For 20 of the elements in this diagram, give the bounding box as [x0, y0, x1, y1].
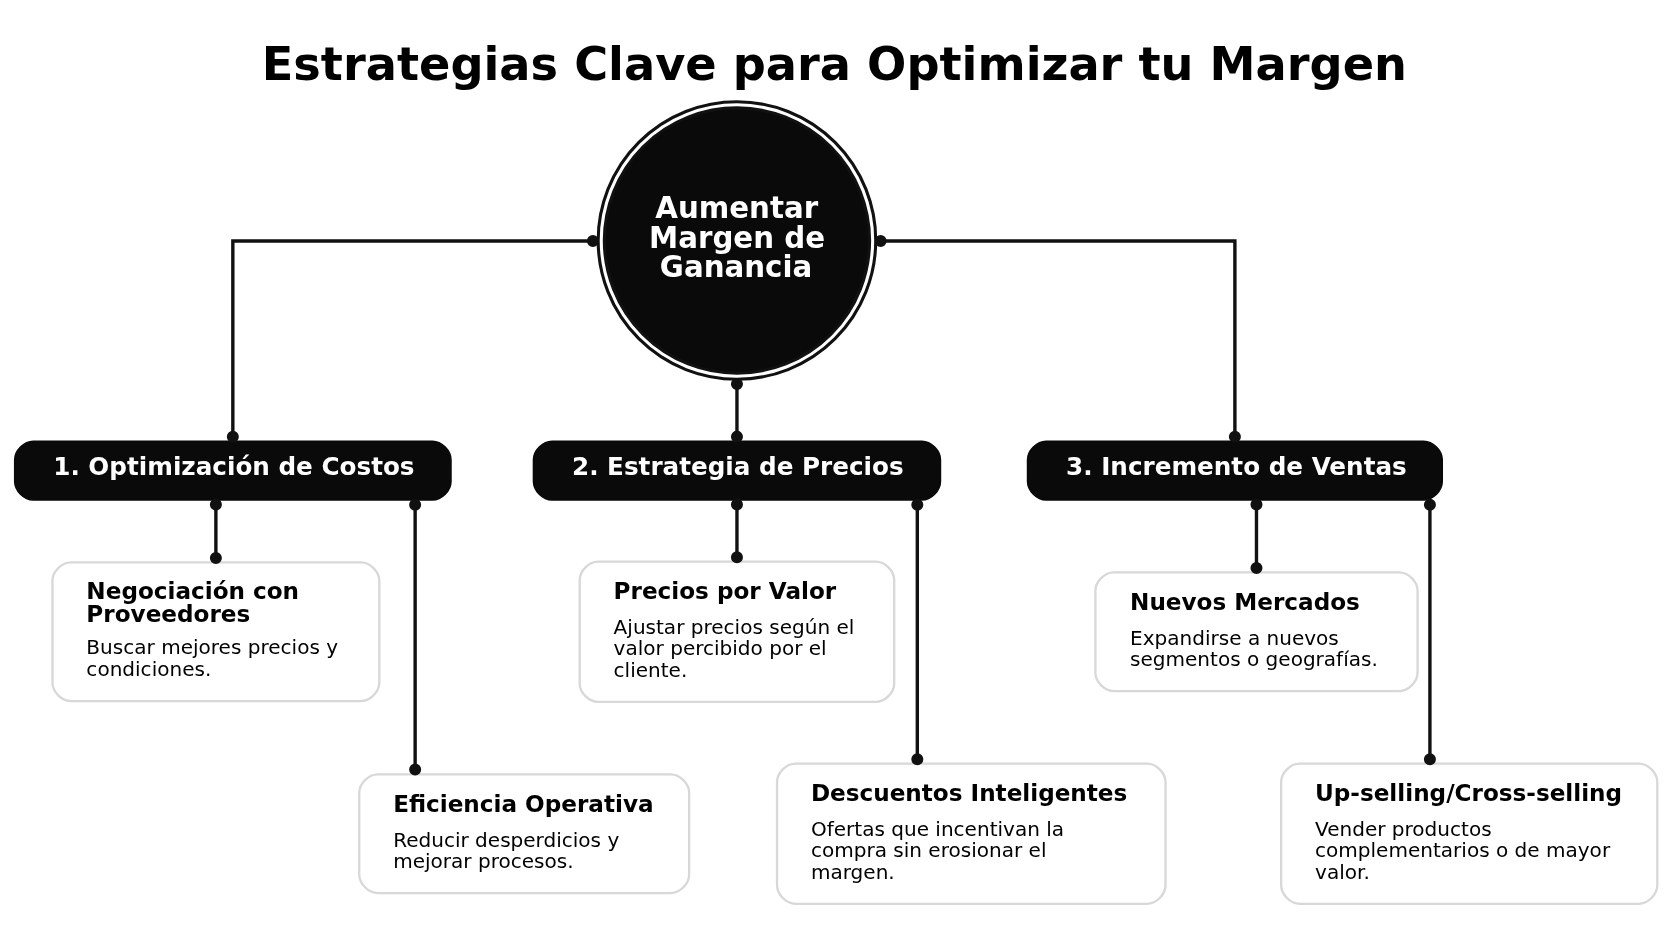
node-box: Eficiencia Operativa Reducir desperdicios y mejorar procesos.: [358, 772, 691, 894]
node-box: Nuevos Mercados Expandirse a nuevos segmentos o geografías.: [1094, 570, 1419, 692]
connector: [1423, 498, 1436, 765]
connector: [730, 498, 743, 563]
connector: [874, 234, 1241, 443]
node-box: Descuentos Inteligentes Ofertas que incentivan la compra sin erosionar el margen.: [775, 761, 1167, 905]
connector: [209, 498, 222, 564]
node-box: Negociación con Proveedores Buscar mejores precios y condiciones.: [51, 560, 381, 702]
connector: [730, 377, 743, 443]
connector: [226, 234, 599, 443]
connector: [1250, 498, 1263, 574]
node-box: Precios por Valor Ajustar precios según el valor percibido por el cliente.: [578, 559, 896, 703]
node-box: 1. Optimización de Costos: [13, 440, 452, 501]
node-box: 3. Incremento de Ventas: [1026, 440, 1443, 501]
connector: [911, 498, 924, 765]
node-box: 2. Estrategia de Precios: [532, 440, 942, 501]
node-box: Up-selling/Cross-selling Vender productos complementarios o de mayor valor.: [1280, 761, 1659, 905]
node-circle: Aumentar Margen de Ganancia: [596, 99, 878, 381]
connector: [409, 498, 422, 776]
diagram-title: Estrategias Clave para Optimizar tu Margen: [261, 36, 1407, 91]
